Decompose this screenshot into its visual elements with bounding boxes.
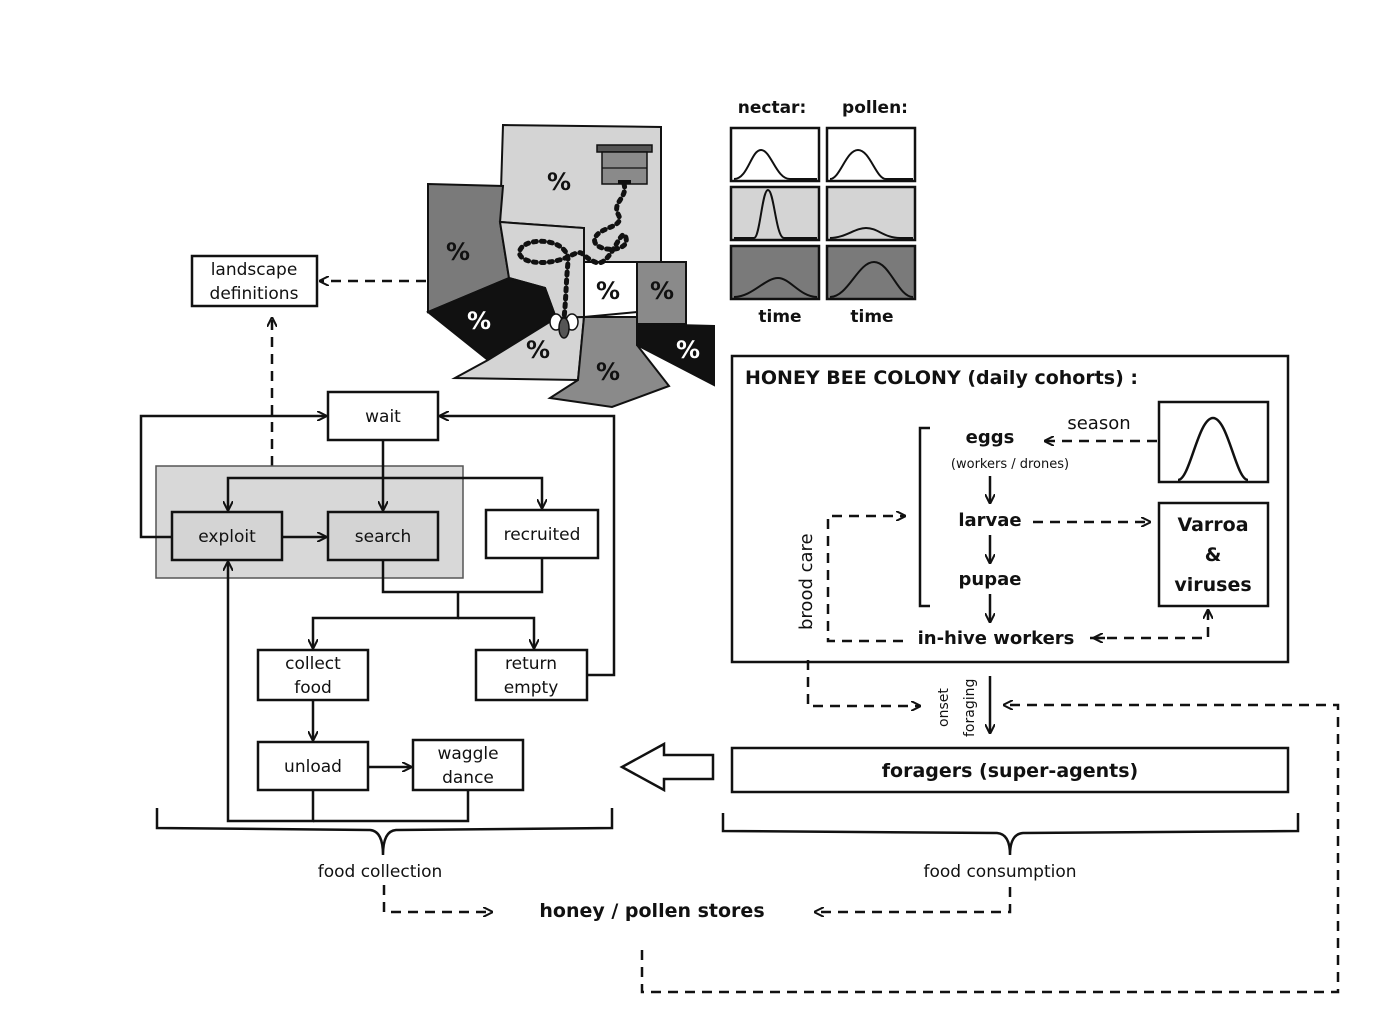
collect-food-label: food <box>294 678 332 698</box>
landscape-definitions-label: definitions <box>210 284 299 304</box>
wait-to-recruited-arrow <box>383 476 542 508</box>
stores-label: honey / pollen stores <box>539 900 764 922</box>
food-collection-label: food collection <box>318 862 443 882</box>
brood-care-label: brood care <box>796 533 817 630</box>
landscape-map: % % % % % % % % <box>426 123 715 409</box>
resource-panels: nectar: pollen: time time <box>729 98 917 327</box>
food-consumption-brace <box>721 813 1300 856</box>
collect-food-label: collect <box>285 654 341 674</box>
workers-to-foraging-arrow <box>806 660 920 706</box>
search-recruited-merge-line <box>381 558 544 594</box>
varroa-label: viruses <box>1174 574 1251 596</box>
nectar-panel <box>729 185 821 242</box>
nectar-label: nectar: <box>738 98 807 118</box>
onset-foraging-label: foraging <box>962 679 978 737</box>
larvae-label: larvae <box>958 510 1021 531</box>
to-collect-food-arrow <box>313 592 460 648</box>
food-consumption-label: food consumption <box>923 862 1076 882</box>
return-empty-to-wait-arrow <box>440 416 616 677</box>
patch-percent-label: % <box>526 336 550 364</box>
eggs-note: (workers / drones) <box>951 457 1069 472</box>
season-panel <box>1157 400 1270 484</box>
varroa-box <box>1157 501 1270 608</box>
patch-percent-label: % <box>596 277 620 305</box>
eggs-label: eggs <box>966 427 1015 448</box>
varroa-link-arrow <box>1090 610 1208 640</box>
onset-foraging-label: onset <box>936 688 952 727</box>
patch-percent-label: % <box>446 238 470 266</box>
brood-care-arrow <box>826 516 905 643</box>
nectar-panel <box>729 244 821 301</box>
flight-path <box>517 181 629 321</box>
foragers-to-foraging-hollow-arrow <box>619 741 715 793</box>
return-empty-label: empty <box>504 678 559 698</box>
patch-bottom-right <box>547 316 671 409</box>
waggle-to-exploit-line <box>313 790 470 823</box>
foragers-label: foragers (super-agents) <box>882 760 1138 782</box>
foragers-box <box>730 746 1290 794</box>
pollen-panel <box>825 126 917 183</box>
colony-model: HONEY BEE COLONY (daily cohorts) : eggs … <box>619 354 1340 994</box>
patch-black-right <box>636 322 715 387</box>
search-label: search <box>355 527 411 547</box>
recruited-label: recruited <box>504 525 581 545</box>
pupae-label: pupae <box>959 569 1022 590</box>
patch-right-gray <box>636 261 687 325</box>
season-label: season <box>1067 413 1130 434</box>
return-empty-box <box>474 648 589 702</box>
consumption-to-stores-arrow <box>815 887 1012 912</box>
varroa-label: & <box>1205 544 1222 566</box>
varroa-label: Varroa <box>1177 514 1248 536</box>
wait-to-exploit-arrow <box>228 476 383 510</box>
exploit-label: exploit <box>198 527 256 547</box>
patch-percent-label: % <box>547 168 571 196</box>
pollen-panel <box>825 185 917 242</box>
exploit-to-wait-arrow <box>139 416 326 539</box>
collection-to-stores-arrow <box>382 885 492 912</box>
food-collection-brace <box>155 808 614 856</box>
landscape-definitions-box <box>190 254 319 308</box>
patch-black <box>426 276 558 362</box>
time-axis-label: time <box>758 307 801 327</box>
brood-bracket <box>918 426 930 608</box>
search-box <box>326 510 440 562</box>
patch-percent-label: % <box>676 336 700 364</box>
wait-box <box>326 390 440 442</box>
stores-feedback-arrow <box>640 705 1340 994</box>
recruited-box <box>484 508 600 560</box>
foraging-flowchart: wait exploit search recruited collect fo… <box>139 390 616 882</box>
return-empty-label: return <box>505 654 557 674</box>
wait-label: wait <box>365 407 401 427</box>
to-return-empty-arrow <box>458 616 534 648</box>
waggle-dance-label: dance <box>442 768 494 788</box>
colony-title: HONEY BEE COLONY (daily cohorts) : <box>745 367 1138 389</box>
landscape-definitions-label: landscape <box>211 260 298 280</box>
collect-food-box <box>256 648 370 702</box>
unload-to-exploit-arrow <box>228 562 315 823</box>
waggle-dance-label: waggle <box>437 744 498 764</box>
in-hive-workers-label: in-hive workers <box>918 628 1075 649</box>
patch-percent-label: % <box>596 358 620 386</box>
patch-percent-label: % <box>650 277 674 305</box>
patch-percent-label: % <box>467 307 491 335</box>
hive-icon <box>596 144 653 185</box>
pollen-label: pollen: <box>842 98 908 118</box>
bee-icon <box>549 313 579 339</box>
time-axis-label: time <box>850 307 893 327</box>
unload-label: unload <box>284 757 342 777</box>
